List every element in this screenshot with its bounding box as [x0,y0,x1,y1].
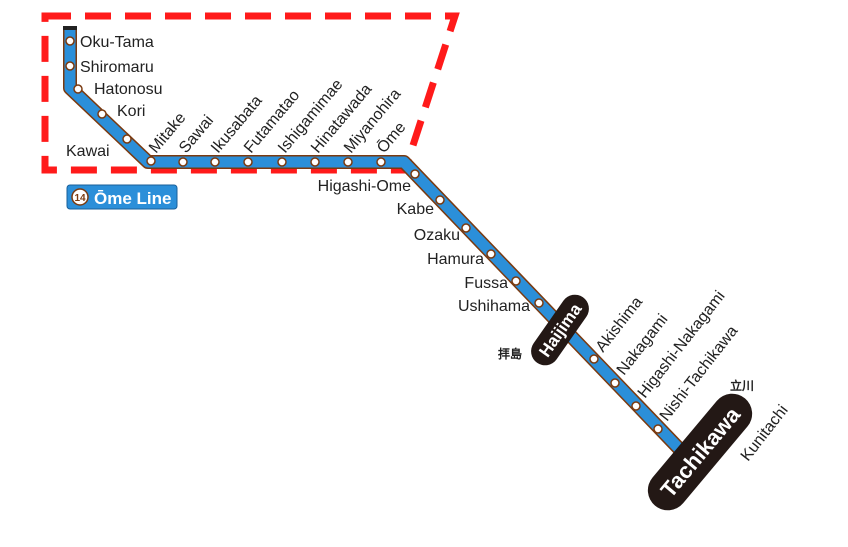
station-label[interactable]: Kawai [66,143,110,160]
station-dot[interactable] [146,156,156,166]
station-dot[interactable] [73,84,83,94]
line-number: 14 [74,193,86,204]
station-dot[interactable] [65,36,75,46]
terminus-cap [63,26,77,30]
station-label[interactable]: Hamura [427,251,484,268]
station-label[interactable]: Shiromaru [80,59,154,76]
station-dot[interactable] [534,298,544,308]
station-label[interactable]: Kabe [397,201,434,218]
station-dot[interactable] [122,134,132,144]
station-label[interactable]: Fussa [464,275,508,292]
station-dot[interactable] [343,157,353,167]
station-dot[interactable] [65,61,75,71]
station-label[interactable]: Higashi-Ome [318,178,411,195]
station-dot[interactable] [461,223,471,233]
line-outline [63,28,694,463]
station-dot[interactable] [376,157,386,167]
station-label[interactable]: Kori [117,103,145,120]
station-dot[interactable] [310,157,320,167]
station-dot[interactable] [178,157,188,167]
station-label[interactable]: Ushihama [458,298,530,315]
station-dot[interactable] [243,157,253,167]
station-dot[interactable] [631,401,641,411]
station-dot[interactable] [277,157,287,167]
station-dot[interactable] [511,276,521,286]
station-dot[interactable] [486,249,496,259]
station-dot[interactable] [435,195,445,205]
station-dot[interactable] [653,424,663,434]
station-label[interactable]: Ozaku [414,227,460,244]
station-label[interactable]: Oku-Tama [80,34,154,51]
station-dot[interactable] [97,109,107,119]
station-kanji: 拝島 [498,346,522,361]
line-track [64,28,692,462]
station-dot[interactable] [610,378,620,388]
station-dot[interactable] [589,354,599,364]
station-label[interactable]: Hatonosu [94,81,163,98]
station-kanji: 立川 [730,378,754,393]
station-dot[interactable] [410,169,420,179]
station-dot[interactable] [210,157,220,167]
line-badge: 14 Ōme Line [66,184,178,210]
line-name: Ōme Line [94,189,171,208]
